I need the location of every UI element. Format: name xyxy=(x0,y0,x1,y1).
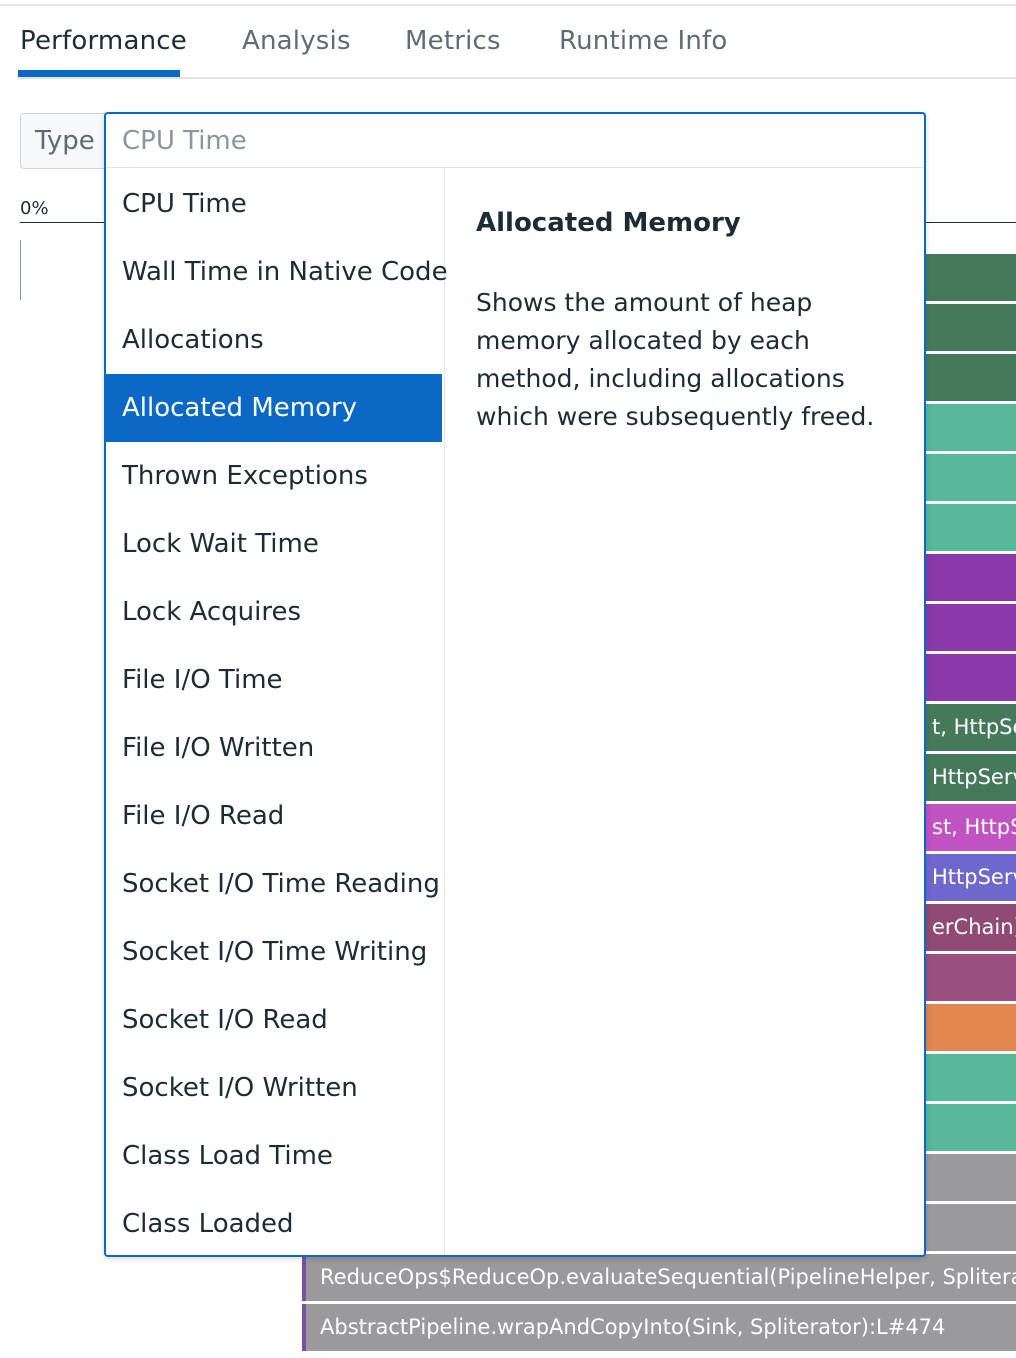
description-title: Allocated Memory xyxy=(476,208,741,238)
flame-frame[interactable] xyxy=(926,654,1016,701)
active-tab-indicator xyxy=(18,70,180,78)
flame-frame[interactable]: erChain):L xyxy=(926,904,1016,951)
flame-frame[interactable] xyxy=(926,954,1016,1001)
type-option[interactable]: Wall Time in Native Code xyxy=(122,257,448,287)
type-search-placeholder: CPU Time xyxy=(122,126,247,156)
flame-frame[interactable]: st, HttpSe xyxy=(926,804,1016,851)
timeline-tick xyxy=(20,240,21,254)
type-option[interactable]: File I/O Written xyxy=(122,733,315,763)
tab-analysis[interactable]: Analysis xyxy=(242,26,351,56)
top-border xyxy=(0,4,1016,6)
tab-runtime-info[interactable]: Runtime Info xyxy=(559,26,728,56)
flame-frame[interactable] xyxy=(926,304,1016,351)
type-option[interactable]: Socket I/O Time Writing xyxy=(122,937,428,967)
flame-frame[interactable] xyxy=(926,1004,1016,1051)
type-option[interactable]: Class Loaded xyxy=(122,1209,294,1239)
type-option[interactable]: Socket I/O Written xyxy=(122,1073,358,1103)
tabs-divider xyxy=(18,77,1016,79)
flame-frame[interactable]: HttpServ xyxy=(926,754,1016,801)
flame-frame[interactable] xyxy=(926,354,1016,401)
flame-frame[interactable] xyxy=(926,604,1016,651)
tab-bar: Performance Analysis Metrics Runtime Inf… xyxy=(0,6,1016,78)
flame-frame[interactable] xyxy=(926,1054,1016,1101)
type-option[interactable]: Class Load Time xyxy=(122,1141,333,1171)
type-option[interactable]: File I/O Read xyxy=(122,801,285,831)
timeline-tick xyxy=(20,254,21,300)
flame-frame[interactable] xyxy=(926,504,1016,551)
tab-performance[interactable]: Performance xyxy=(20,26,187,56)
type-option[interactable]: File I/O Time xyxy=(122,665,283,695)
type-label: Type xyxy=(35,126,95,156)
type-option[interactable]: Allocated Memory xyxy=(106,374,442,442)
flame-frame[interactable]: HttpServ xyxy=(926,854,1016,901)
tab-metrics[interactable]: Metrics xyxy=(405,26,501,56)
flame-frame[interactable] xyxy=(926,454,1016,501)
type-option[interactable]: Thrown Exceptions xyxy=(122,461,368,491)
type-option[interactable]: Allocations xyxy=(122,325,264,355)
flame-frame[interactable] xyxy=(926,554,1016,601)
type-description-panel: Allocated Memory Shows the amount of hea… xyxy=(476,208,896,436)
flame-frame[interactable]: ReduceOps$ReduceOp.evaluateSequential(Pi… xyxy=(302,1254,1016,1301)
flame-frame[interactable]: AbstractPipeline.wrapAndCopyInto(Sink, S… xyxy=(302,1304,1016,1351)
flame-frame[interactable] xyxy=(926,404,1016,451)
type-option[interactable]: Lock Wait Time xyxy=(122,529,319,559)
type-option[interactable]: CPU Time xyxy=(122,189,247,219)
type-option[interactable]: Socket I/O Read xyxy=(122,1005,328,1035)
type-option[interactable]: Socket I/O Time Reading xyxy=(122,869,440,899)
flame-frame[interactable] xyxy=(926,1154,1016,1201)
type-option[interactable]: Lock Acquires xyxy=(122,597,302,627)
flame-frame[interactable] xyxy=(926,1104,1016,1151)
flame-frame[interactable]: t, HttpSe xyxy=(926,704,1016,751)
flame-frame[interactable] xyxy=(926,254,1016,301)
percent-label: 0% xyxy=(20,198,49,219)
description-body: Shows the amount of heap memory allocate… xyxy=(476,288,875,431)
type-search-input[interactable]: CPU Time xyxy=(106,114,924,168)
